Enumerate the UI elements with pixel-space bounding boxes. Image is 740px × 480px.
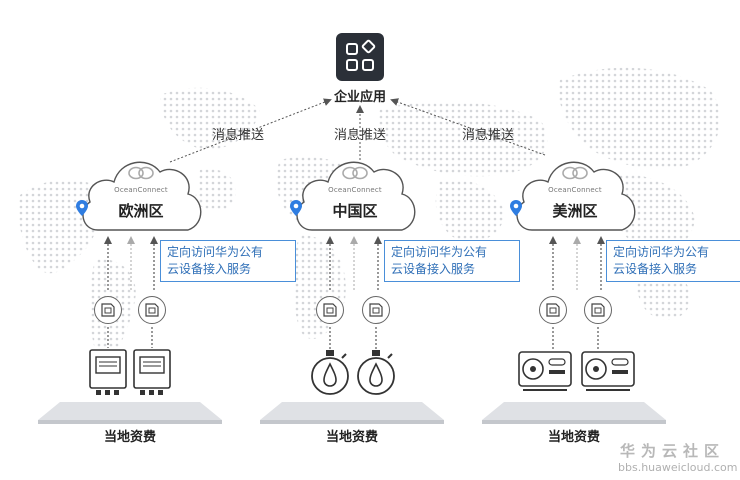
cloud-europe[interactable]: OceanConnect 欧洲区 (76, 150, 206, 232)
message-push-label-america: 消息推送 (461, 128, 514, 143)
sim-card-icon (584, 296, 612, 324)
cloud-brand-label: OceanConnect (548, 186, 602, 194)
gauge-icon (357, 350, 395, 395)
access-note-line: 定向访问华为公有 (613, 245, 710, 259)
access-note-line: 云设备接入服务 (167, 262, 252, 276)
app-grid-icon[interactable] (336, 33, 384, 81)
meter-icon (133, 349, 171, 395)
location-pin-icon (76, 200, 88, 216)
cloud-america[interactable]: OceanConnect 美洲区 (510, 150, 640, 232)
local-assets-label-america: 当地资费 (547, 430, 600, 445)
local-assets-label-europe: 当地资费 (103, 430, 156, 445)
sim-card-icon (362, 296, 390, 324)
oceanconnect-logo-icon (562, 166, 588, 180)
access-note-line: 云设备接入服务 (391, 262, 476, 276)
access-note-china: 定向访问华为公有 云设备接入服务 (384, 240, 520, 282)
message-push-label-europe: 消息推送 (211, 128, 264, 143)
access-note-line: 云设备接入服务 (613, 262, 698, 276)
sim-card-icon (539, 296, 567, 324)
cloud-china[interactable]: OceanConnect 中国区 (290, 150, 420, 232)
region-name: 欧洲区 (118, 202, 164, 220)
access-note-america: 定向访问华为公有 云设备接入服务 (606, 240, 740, 282)
oceanconnect-logo-icon (342, 166, 368, 180)
region-name: 美洲区 (552, 202, 598, 220)
local-assets-label-china: 当地资费 (325, 430, 378, 445)
location-pin-icon (510, 200, 522, 216)
gauge-icon (311, 350, 349, 395)
enterprise-app-label: 企业应用 (333, 90, 386, 105)
platform-europe (38, 402, 222, 424)
sim-card-icon (94, 296, 122, 324)
platform-china (260, 402, 444, 424)
watermark-title: 华为云社区 (620, 442, 726, 460)
cloud-brand-label: OceanConnect (328, 186, 382, 194)
cloud-brand-label: OceanConnect (114, 186, 168, 194)
region-name: 中国区 (332, 202, 378, 220)
sim-card-icon (138, 296, 166, 324)
appliance-icon (518, 351, 572, 391)
sim-card-icon (316, 296, 344, 324)
oceanconnect-logo-icon (128, 166, 154, 180)
access-note-line: 定向访问华为公有 (391, 245, 488, 259)
platform-america (482, 402, 666, 424)
message-push-label-china: 消息推送 (333, 128, 386, 143)
meter-icon (89, 349, 127, 395)
access-note-line: 定向访问华为公有 (167, 245, 264, 259)
watermark-url: bbs.huaweicloud.com (618, 461, 738, 474)
appliance-icon (581, 351, 635, 391)
location-pin-icon (290, 200, 302, 216)
access-note-europe: 定向访问华为公有 云设备接入服务 (160, 240, 296, 282)
